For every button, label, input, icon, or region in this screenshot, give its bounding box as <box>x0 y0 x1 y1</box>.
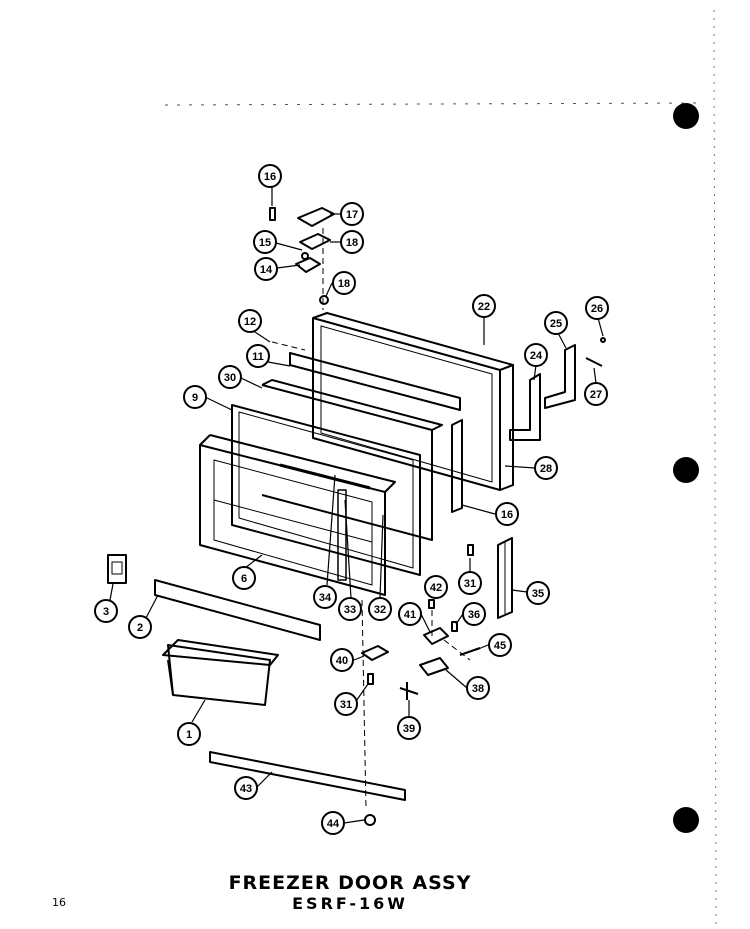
callout: 39 <box>397 716 421 740</box>
callout: 6 <box>232 566 256 590</box>
callout-label: 27 <box>590 389 602 401</box>
callout-label: 35 <box>532 588 544 600</box>
callout: 18 <box>340 230 364 254</box>
callout: 28 <box>534 456 558 480</box>
callout-label: 31 <box>464 578 476 590</box>
scan-edge <box>713 9 717 929</box>
callout: 15 <box>253 230 277 254</box>
callout-label: 6 <box>241 573 247 585</box>
callout-label: 39 <box>403 723 415 735</box>
hinge-screw <box>269 207 276 221</box>
callout-label: 30 <box>224 372 236 384</box>
hinge-pin-bushing <box>319 295 329 305</box>
scan-noise <box>164 102 701 106</box>
callout-label: 22 <box>478 301 490 313</box>
callout-label: 28 <box>540 463 552 475</box>
callout: 25 <box>544 311 568 335</box>
door-liner <box>199 434 396 596</box>
storage-bin <box>162 639 279 706</box>
callout: 43 <box>234 776 258 800</box>
callout: 16 <box>495 502 519 526</box>
callout-label: 38 <box>472 683 484 695</box>
callout: 12 <box>238 309 262 333</box>
callout: 42 <box>424 575 448 599</box>
callout-label: 43 <box>240 783 252 795</box>
hinge-shim <box>299 233 331 250</box>
callout: 14 <box>254 257 278 281</box>
callout-label: 45 <box>494 640 506 652</box>
callout-label: 1 <box>186 729 192 741</box>
side-trim <box>497 537 513 619</box>
callout-label: 26 <box>591 303 603 315</box>
callout: 30 <box>218 365 242 389</box>
callout-label: 15 <box>259 237 271 249</box>
callout-label: 11 <box>252 351 264 363</box>
callout-label: 36 <box>468 609 480 621</box>
callout-label: 31 <box>340 699 352 711</box>
top-hinge-plate <box>297 207 335 227</box>
callout-label: 14 <box>260 264 273 276</box>
callout: 41 <box>398 602 422 626</box>
callout: 26 <box>585 296 609 320</box>
callout: 18 <box>332 271 356 295</box>
callout-label: 33 <box>344 604 356 616</box>
diagram-title: FREEZER DOOR ASSY <box>228 872 472 894</box>
callout-label: 18 <box>346 237 358 249</box>
callout-label: 34 <box>319 592 332 604</box>
callout-bubbles: 16 17 18 15 14 18 12 22 26 25 11 24 27 3… <box>94 164 609 835</box>
callout: 27 <box>584 382 608 406</box>
handle-clip <box>107 554 127 584</box>
callout: 35 <box>526 581 550 605</box>
callout-label: 41 <box>404 609 416 621</box>
callout-label: 16 <box>264 171 276 183</box>
callout: 33 <box>338 597 362 621</box>
callout: 11 <box>246 344 270 368</box>
page-number: 16 <box>52 896 66 909</box>
callout: 36 <box>462 602 486 626</box>
hinge-bushing <box>301 252 309 260</box>
callout: 16 <box>258 164 282 188</box>
callout: 22 <box>472 294 496 318</box>
callout: 31 <box>334 692 358 716</box>
callout: 45 <box>488 633 512 657</box>
assembly-axes <box>271 228 471 809</box>
callout-label: 18 <box>338 278 350 290</box>
callout: 31 <box>458 571 482 595</box>
callout: 40 <box>330 648 354 672</box>
callout-label: 9 <box>192 392 198 404</box>
callout: 24 <box>524 343 548 367</box>
callout-label: 24 <box>530 350 543 362</box>
callout-label: 17 <box>346 209 358 221</box>
callout-label: 2 <box>137 622 143 634</box>
callout-label: 32 <box>374 604 386 616</box>
callout: 2 <box>128 615 152 639</box>
callout-label: 44 <box>327 818 340 830</box>
callout: 17 <box>340 202 364 226</box>
callout: 3 <box>94 599 118 623</box>
model-number: ESRF-16W <box>292 894 408 913</box>
callout: 9 <box>183 385 207 409</box>
callout: 44 <box>321 811 345 835</box>
callout: 34 <box>313 585 337 609</box>
bottom-trim <box>209 751 406 826</box>
door-liner-strips <box>231 352 463 576</box>
callout: 38 <box>466 676 490 700</box>
callout-label: 42 <box>430 582 442 594</box>
callout-label: 16 <box>501 509 513 521</box>
shelf-bar <box>154 579 321 641</box>
callout-label: 40 <box>336 655 348 667</box>
callout: 32 <box>368 597 392 621</box>
callout-label: 25 <box>550 318 562 330</box>
callout-label: 3 <box>103 606 109 618</box>
top-hinge-assembly <box>269 207 335 305</box>
binder-holes <box>673 103 699 833</box>
hinge-bracket <box>295 257 321 273</box>
callout-label: 12 <box>244 316 256 328</box>
callout: 1 <box>177 722 201 746</box>
bottom-hinge-bracket <box>509 337 606 441</box>
